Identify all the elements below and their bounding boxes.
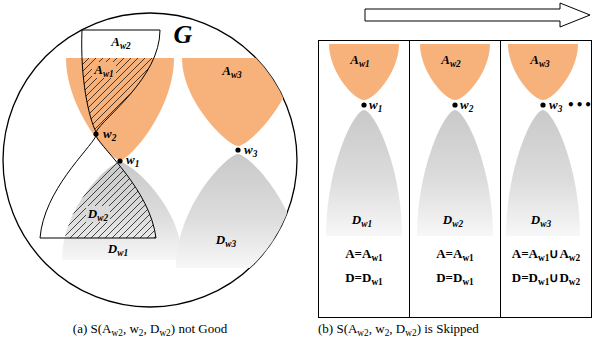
point-label: w1 [369,97,382,113]
subscript-index: w2 [159,328,170,338]
subscript-index: w2 [452,219,463,229]
region-label: Aw1 [350,52,370,68]
point-label: w3 [549,97,562,113]
region-label: Dw2 [443,212,463,228]
region-label: Dw2 [86,206,110,222]
subscript-index: w1 [371,253,382,263]
universe-circle: G Aw2Aw1Dw2Dw1 Aw3Dw3 [2,12,298,308]
subscript-index: w1 [462,277,473,287]
subfigure-caption: (b) S(Aw2, w2, Dw2) is Skipped [318,321,592,337]
subscript-index: 2 [112,133,117,143]
subscript-index: w1 [359,59,370,69]
ascendant-region: Aw1 [329,44,399,100]
subscript-index: w2 [357,328,368,338]
continuation-dots: ••• [567,98,593,112]
set-assignment: D=Dw1∪Dw2 [512,270,580,286]
subscript-index: w1 [538,277,549,287]
step-panel: A=Aw1∪Aw2D=Dw1∪Dw2 Aw3Dw3 [500,40,592,318]
subscript-index: w3 [231,70,242,80]
region-label: Aw1 [92,62,116,78]
set-assignment: A=Aw1 [436,246,474,262]
region-label: Dw3 [216,232,236,248]
subfigure-caption: (a) S(Aw2, w2, Dw2) not Good [73,321,227,337]
region-label: Dw1 [108,241,128,257]
subscript-index: w1 [103,69,114,79]
subscript-index: w1 [538,253,549,263]
region-label: Aw3 [222,63,242,79]
subscript-index: w2 [569,253,580,263]
subscript-index: 3 [253,149,258,159]
set-assignment: A=Aw1 [345,246,383,262]
subscript-index: 3 [558,104,563,114]
step-panel: A=Aw1D=Dw1 Aw1Dw1 [318,40,410,318]
subscript-index: 2 [139,328,144,338]
descendant-region-shape [506,110,582,236]
ascendant-region: Aw1 [66,58,174,160]
subscript-index: 1 [135,159,140,169]
subscript-index: w3 [539,59,550,69]
descendant-region-shape [62,162,182,260]
region-label: Aw3 [530,52,550,68]
region-label: Dw3 [531,212,551,228]
region-label: Dw1 [352,212,372,228]
set-assignment: D=Dw1 [436,270,474,286]
subscript-index: w1 [462,253,473,263]
descendant-region-shape [417,110,493,236]
region-label: Aw2 [111,34,131,50]
subscript-index: w3 [540,219,551,229]
descendant-region: Dw1 [326,110,402,236]
descendant-region: Dw3 [506,110,582,236]
ascendant-region-shape [66,58,174,160]
subscript-index: w1 [371,277,382,287]
subscript-index: w2 [112,328,123,338]
subscript-index: 2 [469,104,474,114]
ascendant-region-shape [420,44,490,100]
subscript-index: w3 [225,239,236,249]
subscript-index: w2 [97,213,108,223]
set-assignment: A=Aw1∪Aw2 [512,246,580,262]
descendant-region-shape [326,110,402,236]
ascendant-region-shape [508,44,578,100]
subscript-index: 2 [385,328,390,338]
point-label: w3 [244,142,257,158]
ascendant-region: Aw3 [182,58,294,146]
descendant-region: Dw3 [176,154,300,268]
hatched-region-outline: Aw2 [80,30,162,134]
ascendant-region-shape [329,44,399,100]
descendant-region: Dw1 [62,162,182,260]
ascendant-region: Aw3 [508,44,578,100]
set-assignment: D=Dw1 [345,270,383,286]
point-label: w1 [126,152,139,168]
descendant-region-shape [176,154,300,268]
region-label: Aw2 [441,52,461,68]
point-label: w2 [460,97,473,113]
subscript-index: w2 [450,59,461,69]
subscript-index: w1 [361,219,372,229]
descendant-region: Dw2 [417,110,493,236]
subscript-index: w1 [117,248,128,258]
set-name: G [174,20,193,50]
step-panel: A=Aw1D=Dw1 Aw2Dw2 [409,40,501,318]
subscript-index: 1 [378,104,383,114]
subscript-index: w2 [569,277,580,287]
ascendant-region: Aw2 [420,44,490,100]
point-label: w2 [103,126,116,142]
hatched-region-outline: Dw2 [40,136,156,238]
subscript-index: w2 [405,328,416,338]
subscript-index: w2 [120,41,131,51]
